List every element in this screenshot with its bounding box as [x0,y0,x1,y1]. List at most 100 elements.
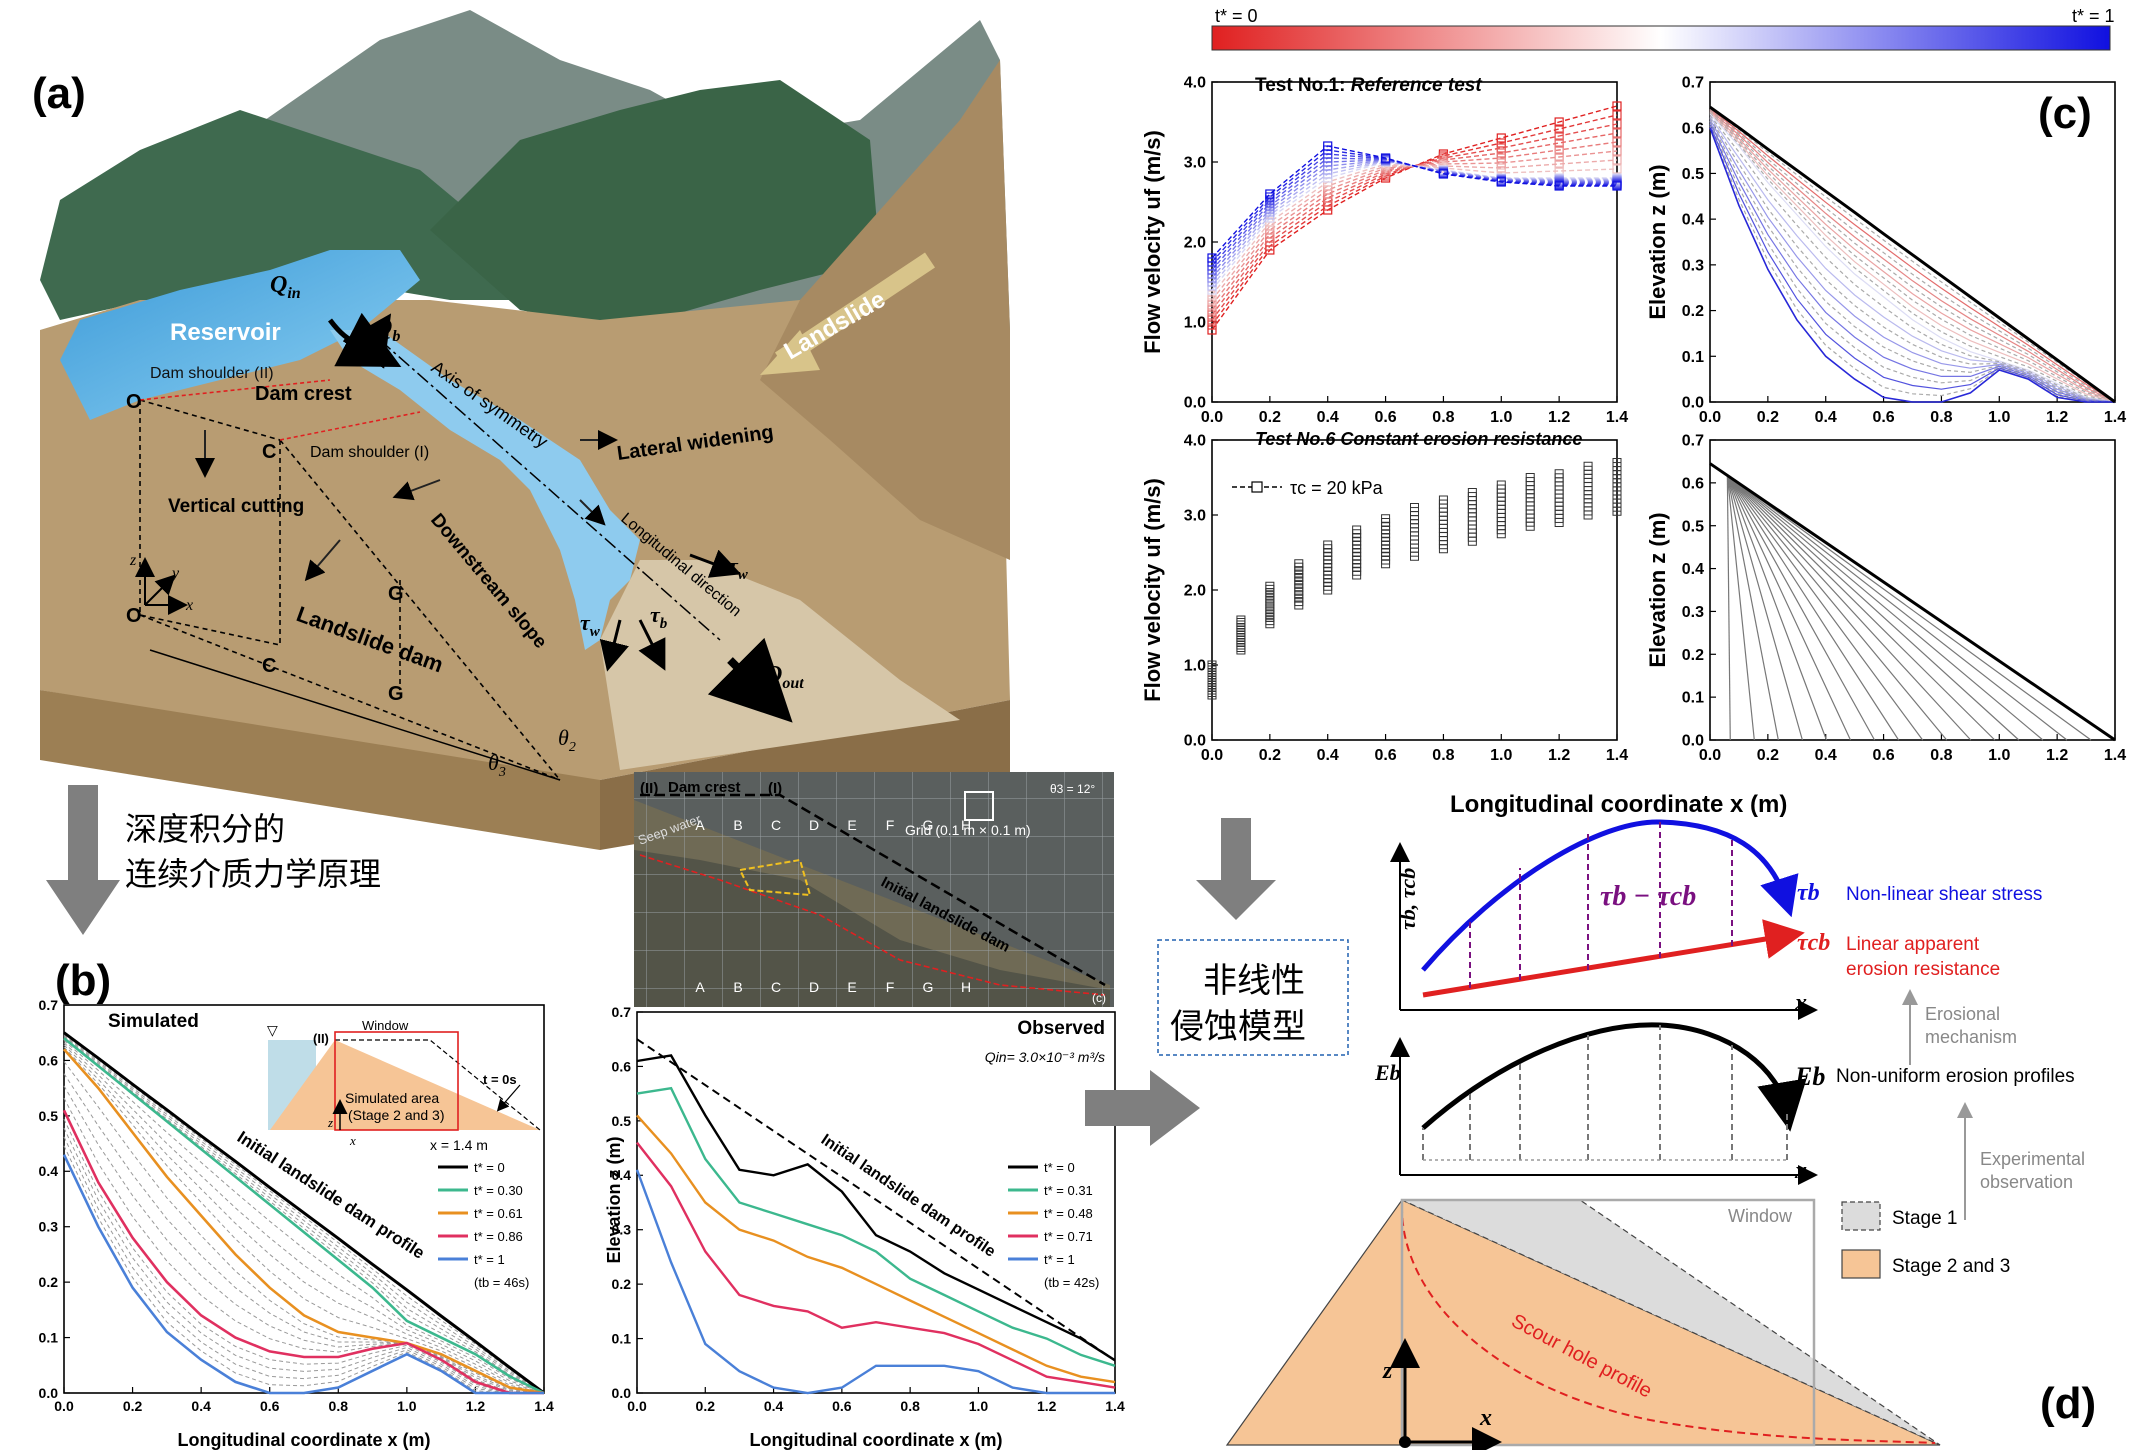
panel-label-c: (c) [2038,89,2092,138]
erosion-profile-line [1726,475,1803,741]
profile-line [62,1154,544,1395]
elevation-initial [1709,105,2116,404]
section-letter-bottom: A [695,979,705,995]
panel-label-d: (d) [2040,1379,2096,1428]
flow-text-1a: 深度积分的 [125,810,285,848]
eb-x-label: x [1794,1158,1807,1184]
x-tick-label: 0.4 [764,1398,784,1414]
elevation-line [1709,124,2116,403]
x-tick-label: 0.6 [1374,747,1396,764]
experimental-text-2: observation [1980,1172,2073,1192]
erosion-profile-line [1726,475,1852,741]
x-tick-label: 0.0 [1699,747,1721,764]
inset-area-2: (Stage 2 and 3) [348,1107,445,1123]
elevation-line [1709,110,2116,403]
label-dam-crest: Dam crest [255,383,352,405]
intermediate-profile [63,1097,545,1394]
elevation-line [1709,116,2116,403]
tau-cb-label: τcb [1797,930,1830,956]
y-tick-label: 0.4 [39,1163,59,1179]
x-tick-label: 1.4 [534,1398,554,1414]
x-tick-label: 1.0 [1490,409,1512,426]
schematic-origin [1399,1436,1411,1448]
point-o-top: O [126,391,142,413]
velocity-marker [1496,177,1506,187]
y-tick-label: 0.6 [1682,475,1704,492]
x-tick-label: 0.4 [191,1398,211,1414]
ground-front [40,690,600,850]
x-tick-label: 0.6 [1872,409,1894,426]
y-tick-label: 0.3 [1682,604,1704,621]
x-tick-label: 0.8 [900,1398,920,1414]
x-tick-label: 0.0 [1201,747,1223,764]
point-g-top: G [388,583,404,605]
profile-line [636,1086,1116,1367]
velocity-marker [1554,124,1564,134]
y-tick-label: 0.5 [39,1108,59,1124]
y-tick-label: 0.6 [1682,120,1704,137]
velocity-marker [1294,559,1304,569]
velocity-marker [1612,137,1622,147]
inset-x: x [349,1133,356,1148]
inset-window [334,1031,459,1131]
stage1-area [1401,1199,1941,1446]
section-letter-top: G [923,817,934,833]
velocity-marker [1265,609,1275,619]
x-axis-label: Longitudinal coordinate x (m) [178,1430,431,1450]
x-tick-label: 0.2 [1259,409,1281,426]
point-o-bottom: O [126,605,142,627]
velocity-marker [1612,128,1622,138]
x-tick-label: 1.0 [1490,747,1512,764]
triad-label-x: x [185,597,193,614]
velocity-marker [1265,606,1275,616]
tau-difference-lines [1469,822,1733,988]
intermediate-profile [63,1136,544,1394]
x-tick-label: 1.4 [1105,1398,1125,1414]
eb-axis-label: Eb [1374,1060,1401,1085]
point-g-bottom: G [388,683,404,705]
photo-theta: θ3 = 12° [1050,782,1095,796]
inset-point: (II) [313,1031,329,1046]
intermediate-profile [63,1042,545,1394]
y-tick-label: 1.0 [1184,658,1206,675]
inset-z: z [327,1115,333,1130]
velocity-line [1211,145,1617,259]
velocity-marker [1612,155,1622,165]
velocity-marker [1438,169,1449,179]
photo-yellow-box [738,858,812,897]
velocity-marker [1352,525,1362,535]
nonlinear-box [1157,939,1349,1056]
erosion-profile-line [1726,474,2044,741]
velocity-marker [1265,619,1275,629]
landslide-slope [760,60,1010,560]
triad-label-y: y [170,565,180,582]
intermediate-profile [63,1145,544,1394]
erosion-profile-line [1726,475,1755,741]
dam-geometry-lines [139,399,561,781]
profile-line [63,1031,545,1395]
erosion-profile-line [1726,475,1827,741]
velocity-marker [1323,540,1333,550]
inset-t0-arrow [496,1084,521,1112]
schematic-z-label: z [1382,1358,1393,1384]
velocity-marker [1496,480,1506,490]
velocity-marker [1380,153,1391,163]
elevation-initial [1709,462,2116,742]
erosion-profile-line [1726,475,1924,741]
label-dam-shoulder-1: Dam shoulder (I) [310,444,429,461]
x-tick-label: 0.8 [1432,409,1454,426]
nonuniform-text: Non-uniform erosion profiles [1836,1066,2075,1087]
flow-text-2a: 非线性 [1203,961,1305,1001]
x-tick-label: 1.0 [1988,409,2010,426]
schematic-x-label: x [1479,1405,1492,1431]
velocity-marker [1207,253,1217,263]
velocity-marker [1496,133,1506,143]
y-tick-label: 0.1 [1682,690,1704,707]
velocity-marker [1612,458,1622,467]
tau-axis-label: τb, τcb [1395,868,1420,930]
velocity-line [1211,163,1618,296]
colorbar-left-label: t* = 0 [1215,6,1258,26]
erosion-profile-line [1726,474,2020,741]
x-tick-label: 1.2 [1548,409,1570,426]
